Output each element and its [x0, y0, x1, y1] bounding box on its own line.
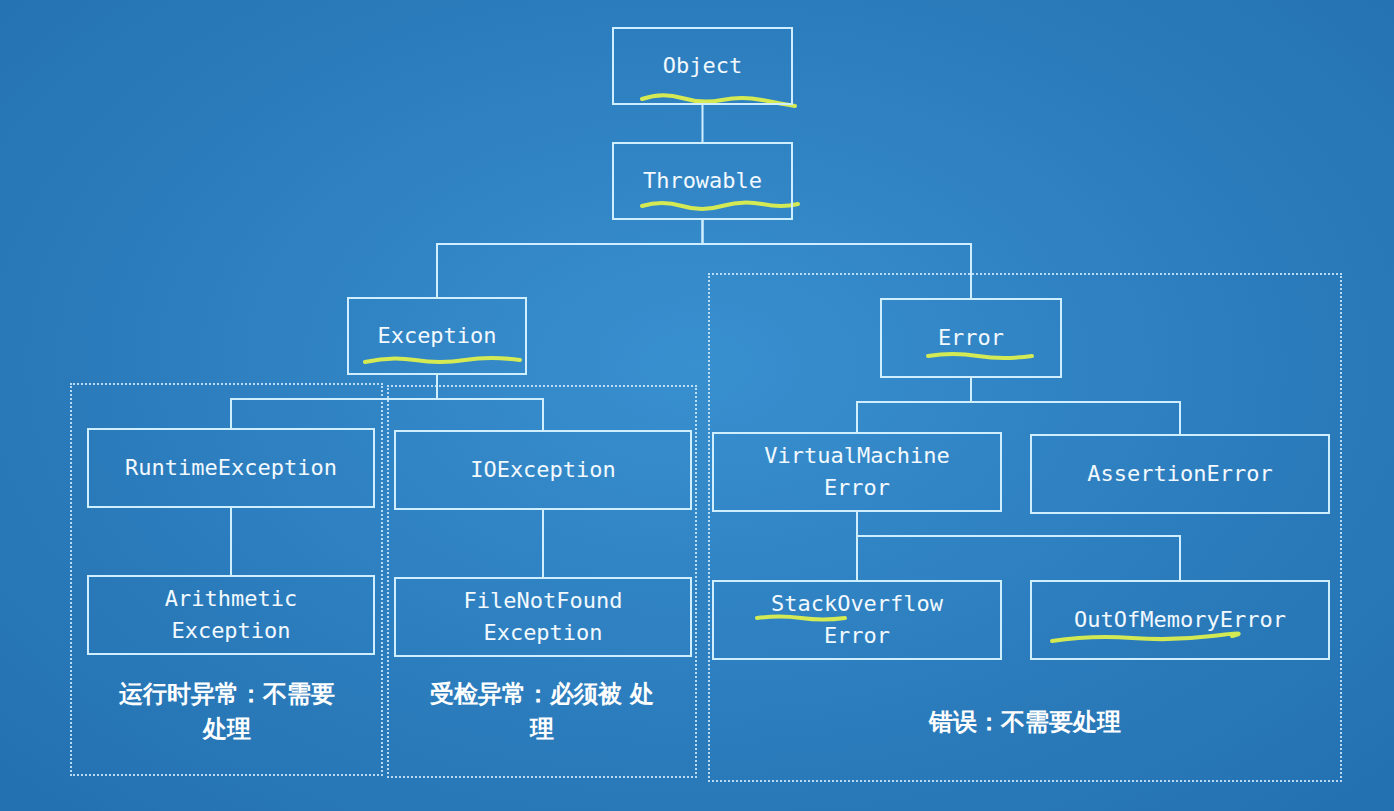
class-name: AssertionError	[1087, 458, 1272, 490]
class-box: Object	[612, 27, 793, 105]
class-box: Throwable	[612, 142, 793, 220]
inheritance-line	[857, 512, 1180, 580]
class-name: StackOverflow Error	[757, 588, 957, 652]
class-box: OutOfMemoryError	[1030, 580, 1330, 660]
inheritance-line	[437, 375, 543, 430]
class-box: AssertionError	[1030, 434, 1330, 514]
group-region: 运行时异常：不需要 处理 RuntimeExceptionArithmetic E…	[70, 383, 383, 776]
group-note: 错误：不需要处理	[825, 705, 1225, 740]
inheritance-line	[857, 378, 971, 432]
highlight-underline	[365, 358, 520, 362]
inheritance-line	[702, 105, 704, 142]
class-name: FileNotFound Exception	[443, 585, 643, 649]
group-region: 错误：不需要处理 ErrorVirtualMachine Error Asserti…	[708, 273, 1342, 782]
class-box: IOException	[394, 430, 692, 510]
class-box: RuntimeException	[87, 428, 375, 508]
class-name: VirtualMachine Error	[757, 440, 957, 504]
class-name: Throwable	[643, 165, 762, 197]
highlight-underline	[642, 202, 798, 209]
class-box: StackOverflow Error	[712, 580, 1002, 660]
class-name: IOException	[470, 454, 616, 486]
inheritance-line	[971, 378, 1180, 434]
class-name: RuntimeException	[125, 452, 337, 484]
highlight-underline	[1052, 634, 1239, 642]
inheritance-line	[437, 220, 703, 297]
highlight-underline	[928, 354, 1032, 358]
class-name: Arithmetic Exception	[131, 583, 331, 647]
class-box: Exception	[347, 297, 527, 375]
inheritance-line	[703, 220, 972, 298]
group-note: 运行时异常：不需要 处理	[109, 677, 345, 747]
inheritance-line	[230, 508, 232, 575]
class-name: Exception	[377, 320, 496, 352]
group-region: 受检异常：必须被 处理 IOExceptionFileNotFound Excep…	[387, 385, 697, 778]
class-name: Error	[938, 322, 1004, 354]
highlight-underline	[757, 617, 845, 620]
class-box: VirtualMachine Error	[712, 432, 1002, 512]
class-name: Object	[663, 50, 742, 82]
class-box: FileNotFound Exception	[394, 577, 692, 657]
class-box: Arithmetic Exception	[87, 575, 375, 655]
class-name: OutOfMemoryError	[1074, 604, 1286, 636]
group-note: 受检异常：必须被 处理	[424, 677, 660, 747]
inheritance-line	[542, 510, 544, 577]
class-box: Error	[880, 298, 1062, 378]
